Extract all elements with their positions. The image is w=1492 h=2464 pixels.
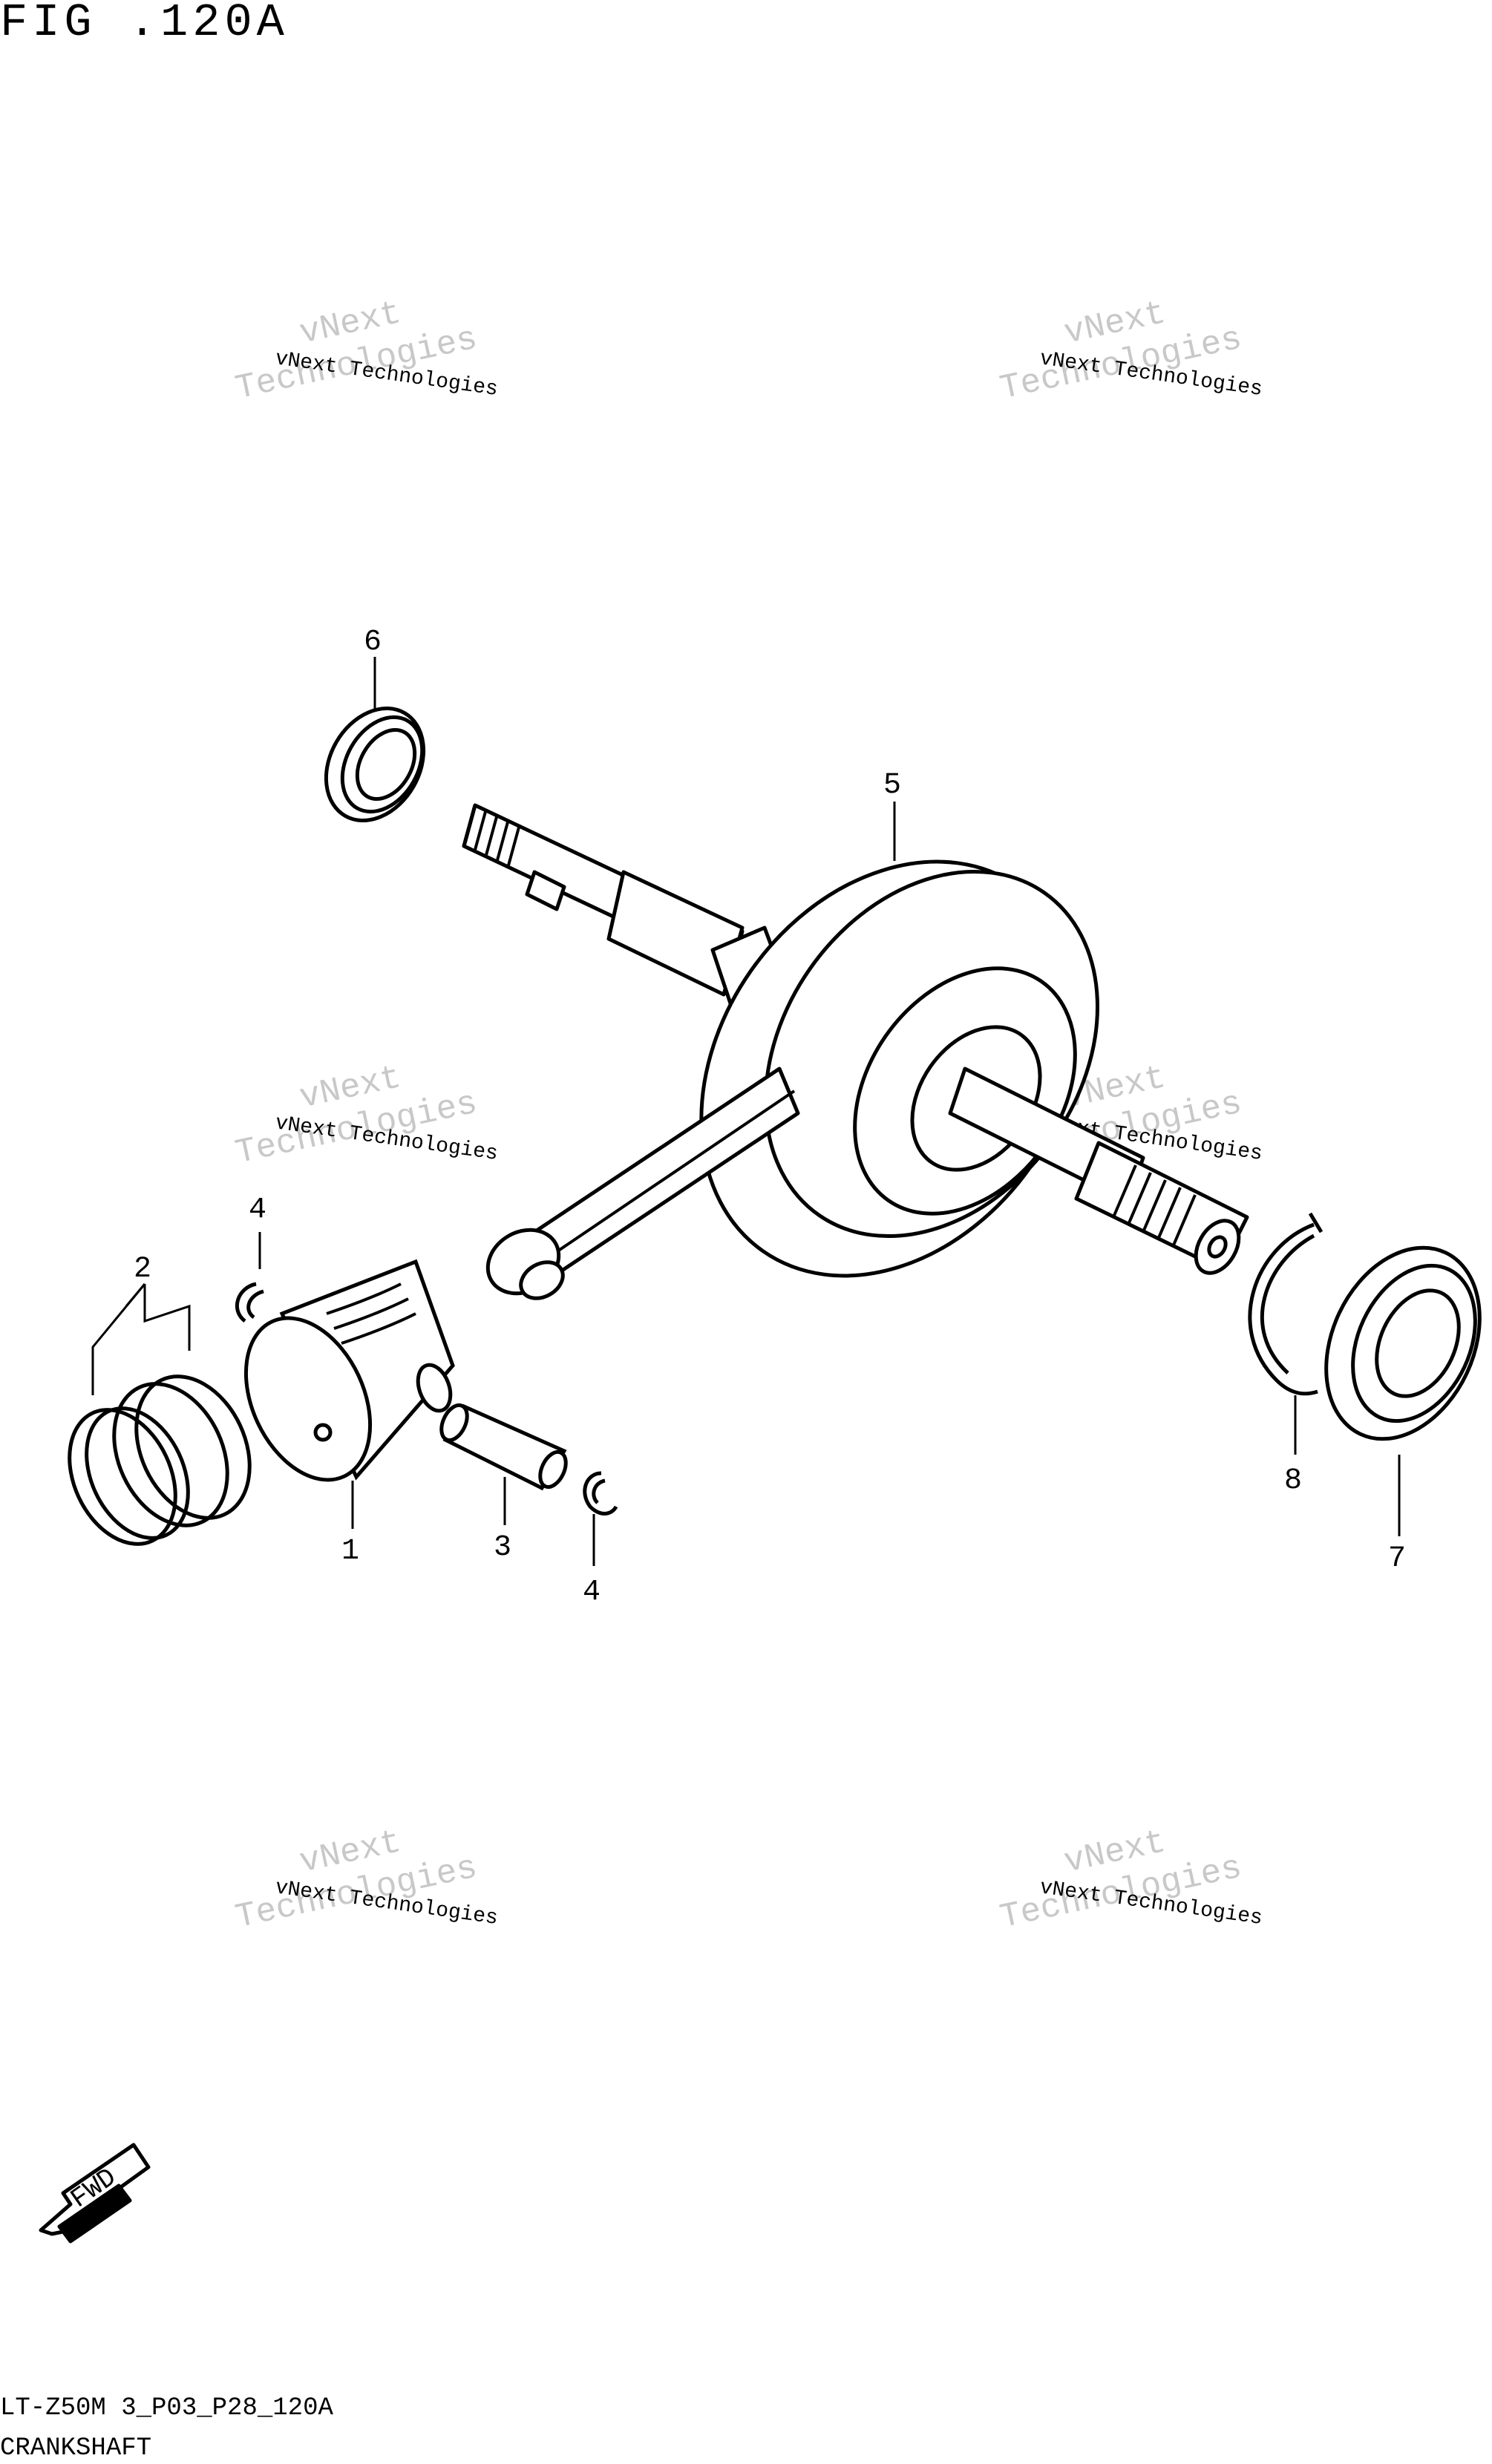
callout-5: 5 xyxy=(883,769,901,802)
leader-lines xyxy=(91,657,1401,1566)
circlip-right xyxy=(1248,1212,1324,1396)
diagram-code: LT-Z50M 3_P03_P28_120A xyxy=(0,2394,333,2422)
watermark: vNext Technologies vNext Technologies xyxy=(997,1823,1264,1937)
crankshaft-assembly xyxy=(462,803,1249,1300)
callout-labels: 6 5 4 2 1 3 4 8 7 xyxy=(134,626,1406,1609)
piston-pin-circlip-lower xyxy=(583,1471,618,1516)
watermark: vNext Technologies vNext Technologies xyxy=(232,1058,500,1173)
callout-1: 1 xyxy=(341,1535,359,1568)
callout-8: 8 xyxy=(1284,1464,1302,1498)
oil-seal-left xyxy=(324,707,426,822)
piston-pin-circlip-upper xyxy=(235,1282,264,1323)
diagram-caption: CRANKSHAFT xyxy=(0,2434,152,2463)
callout-2: 2 xyxy=(134,1253,151,1286)
piston-rings xyxy=(68,1374,252,1546)
figure-title: FIG .120A xyxy=(0,0,289,49)
piston-pin xyxy=(439,1403,568,1491)
watermark: vNext Technologies vNext Technologies xyxy=(232,294,500,408)
watermark: vNext Technologies vNext Technologies xyxy=(232,1823,500,1937)
callout-4-upper: 4 xyxy=(249,1193,266,1227)
watermark: vNext Technologies vNext Technologies xyxy=(997,294,1264,408)
callout-3: 3 xyxy=(494,1531,511,1564)
callout-7: 6 xyxy=(364,626,382,659)
callout-6: 7 xyxy=(1388,1542,1406,1576)
fwd-arrow-icon: FWD xyxy=(39,2143,151,2244)
oil-seal-right xyxy=(1324,1245,1482,1441)
callout-4-lower: 4 xyxy=(583,1576,601,1609)
piston xyxy=(243,1259,455,1482)
